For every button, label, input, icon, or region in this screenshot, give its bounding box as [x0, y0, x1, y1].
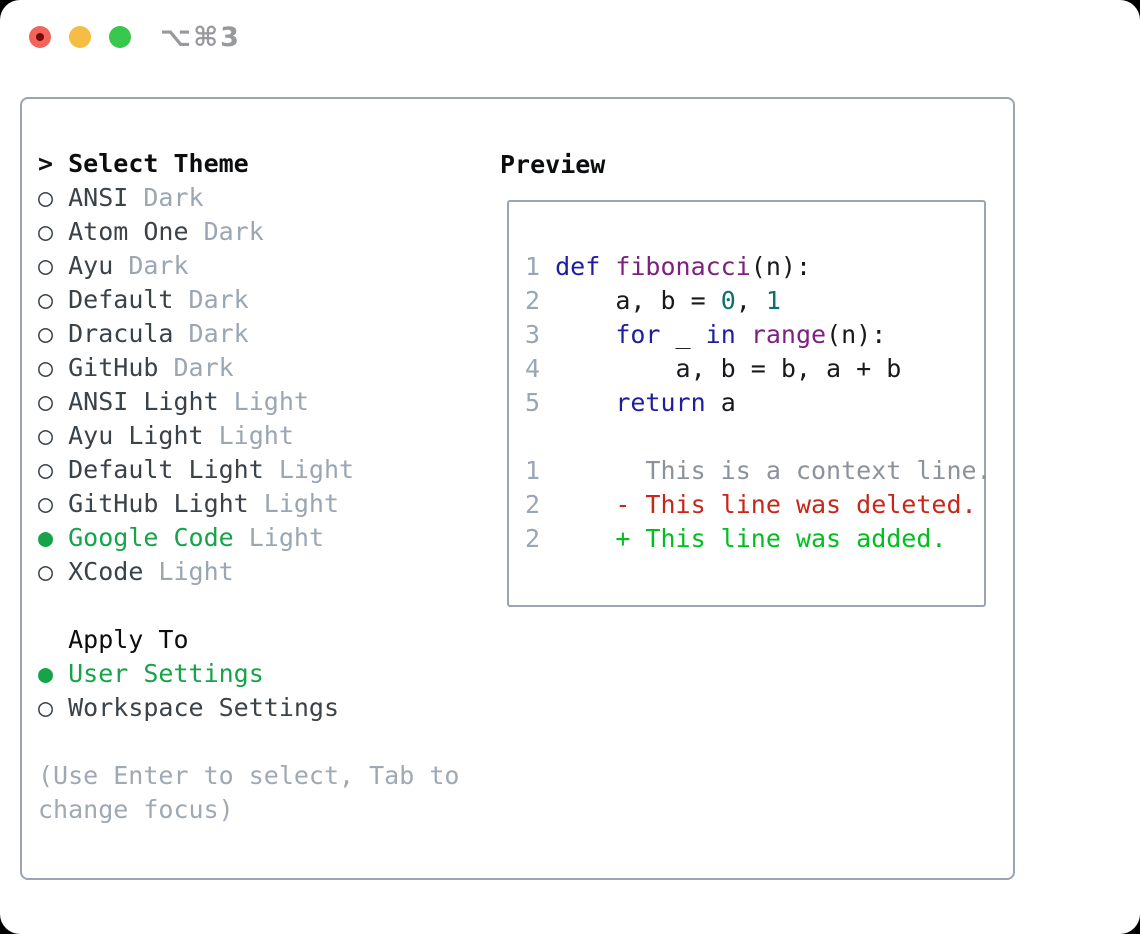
theme-tag: Dark: [173, 353, 234, 382]
preview-title: Preview: [500, 150, 606, 179]
line-number: 4: [525, 354, 541, 383]
radio-off-icon: ○: [38, 251, 54, 280]
radio-on-icon: ●: [38, 523, 54, 552]
line-number: 2: [525, 286, 541, 315]
theme-tag: Light: [218, 421, 294, 450]
select-theme-header: > Select Theme: [38, 147, 459, 181]
theme-tag: Light: [248, 523, 324, 552]
line-number: 5: [525, 388, 541, 417]
radio-off-icon: ○: [38, 489, 54, 518]
theme-tag: Dark: [188, 319, 249, 348]
spacer: [525, 420, 992, 454]
line-number: 2: [525, 524, 541, 553]
radio-off-icon: ○: [38, 557, 54, 586]
theme-tag: Dark: [188, 285, 249, 314]
radio-off-icon: ○: [38, 217, 54, 246]
radio-off-icon: ○: [38, 387, 54, 416]
code-line: 5 return a: [525, 388, 736, 417]
theme-tag: Dark: [143, 183, 204, 212]
radio-off-icon: ○: [38, 421, 54, 450]
radio-off-icon: ○: [38, 455, 54, 484]
theme-tag: Dark: [128, 251, 189, 280]
keyboard-hint-line1: (Use Enter to select, Tab to: [38, 761, 460, 790]
line-number: 2: [525, 490, 541, 519]
code-line: 4 a, b = b, a + b: [525, 354, 902, 383]
radio-off-icon: ○: [38, 319, 54, 348]
theme-tag: Light: [278, 455, 355, 484]
diff-context-line: 1 This is a context line.: [525, 456, 992, 485]
close-button[interactable]: [29, 26, 51, 48]
apply-option-user-settings[interactable]: ●User Settings: [38, 659, 264, 688]
theme-tag: Light: [233, 387, 309, 416]
radio-on-icon: ●: [38, 659, 54, 688]
theme-tag: Light: [263, 489, 340, 518]
keyboard-hint-line2: change focus): [38, 795, 234, 824]
code-line: 3 for _ in range(n):: [525, 320, 887, 349]
theme-tag: Light: [158, 557, 234, 586]
apply-to-header: Apply To: [68, 625, 189, 654]
spacer: [38, 725, 459, 759]
apply-option-workspace-settings[interactable]: ○Workspace Settings: [38, 693, 340, 722]
title-bar: ⌥⌘3: [0, 0, 1140, 75]
spacer: [38, 589, 459, 623]
diff-added-line: 2 + This line was added.: [525, 524, 947, 553]
radio-off-icon: ○: [38, 183, 54, 212]
window-title: ⌥⌘3: [160, 22, 241, 53]
prompt-caret-icon: >: [38, 149, 54, 178]
select-theme-title: Select Theme: [68, 149, 249, 178]
diff-deleted-line: 2 - This line was deleted.: [525, 490, 977, 519]
radio-off-icon: ○: [38, 353, 54, 382]
minimize-button[interactable]: [69, 26, 91, 48]
radio-off-icon: ○: [38, 693, 54, 722]
close-button-dot-icon: [36, 33, 44, 41]
radio-off-icon: ○: [38, 285, 54, 314]
line-number: 3: [525, 320, 541, 349]
zoom-button[interactable]: [109, 26, 131, 48]
line-number: 1: [525, 456, 541, 485]
line-number: 1: [525, 252, 541, 281]
theme-tag: Dark: [203, 217, 264, 246]
code-line: 2 a, b = 0, 1: [525, 286, 781, 315]
